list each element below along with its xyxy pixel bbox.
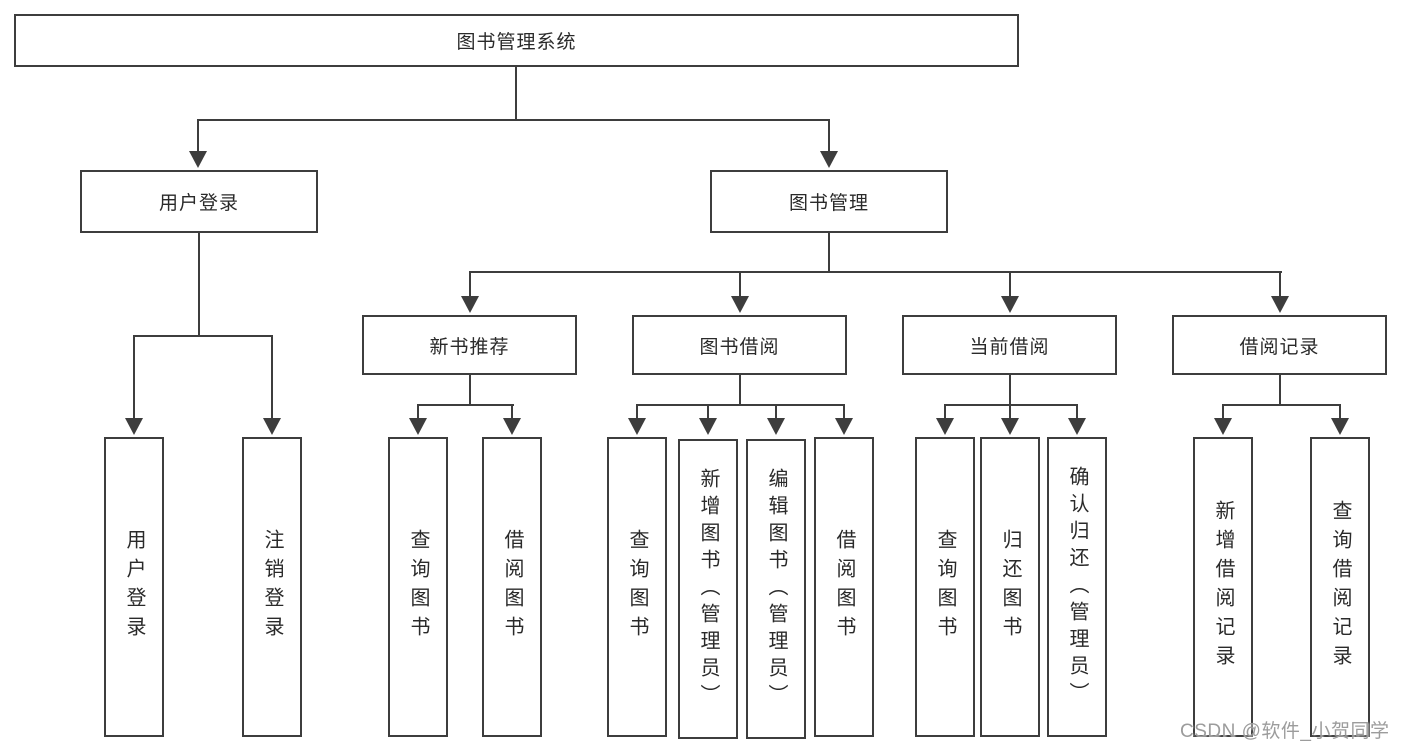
arrow-to-cb-query-books bbox=[936, 404, 954, 435]
arrow-to-user-login bbox=[189, 119, 207, 168]
leaf-br-add-borrow-record: 新增借阅记录 bbox=[1193, 437, 1253, 737]
connector-bb-stem bbox=[739, 375, 741, 406]
leaf-cb-return-books: 归还图书 bbox=[980, 437, 1040, 737]
csdn-watermark: CSDN @软件_小贺同学 bbox=[1180, 721, 1390, 742]
arrow-to-cb-confirm-return bbox=[1068, 404, 1086, 435]
arrow-to-nb-query-books bbox=[409, 404, 427, 435]
arrow-to-br-add-record bbox=[1214, 404, 1232, 435]
node-new-book-recommend: 新书推荐 bbox=[362, 315, 577, 375]
connector-user-login-stem bbox=[198, 233, 200, 337]
node-book-borrow: 图书借阅 bbox=[632, 315, 847, 375]
leaf-nb-borrow-books: 借阅图书 bbox=[482, 437, 542, 737]
node-book-mgmt: 图书管理 bbox=[710, 170, 948, 233]
leaf-bb-edit-books-admin: 编辑图书（管理员） bbox=[746, 439, 806, 739]
connector-cb-stem bbox=[1009, 375, 1011, 406]
connector-br-horizontal bbox=[1222, 404, 1340, 406]
connector-user-login-horizontal bbox=[133, 335, 273, 337]
connector-level1-horizontal bbox=[197, 119, 830, 121]
arrow-to-bb-query-books bbox=[628, 404, 646, 435]
arrow-to-book-mgmt bbox=[820, 119, 838, 168]
arrow-to-cb-return-books bbox=[1001, 404, 1019, 435]
connector-cb-horizontal bbox=[944, 404, 1078, 406]
connector-nb-horizontal bbox=[417, 404, 514, 406]
connector-level2-horizontal bbox=[469, 271, 1282, 273]
arrow-to-book-borrow bbox=[731, 271, 749, 313]
arrow-to-leaf-logout bbox=[263, 335, 281, 435]
leaf-cb-query-books: 查询图书 bbox=[915, 437, 975, 737]
node-root-library-system: 图书管理系统 bbox=[14, 14, 1019, 67]
arrow-to-leaf-user-login bbox=[125, 335, 143, 435]
arrow-to-bb-edit-books bbox=[767, 404, 785, 435]
connector-root-stem bbox=[515, 67, 517, 120]
leaf-bb-query-books: 查询图书 bbox=[607, 437, 667, 737]
connector-br-stem bbox=[1279, 375, 1281, 406]
leaf-user-login: 用户登录 bbox=[104, 437, 164, 737]
connector-nb-stem bbox=[469, 375, 471, 406]
node-current-borrow: 当前借阅 bbox=[902, 315, 1117, 375]
leaf-nb-query-books: 查询图书 bbox=[388, 437, 448, 737]
arrow-to-borrow-records bbox=[1271, 271, 1289, 313]
arrow-to-bb-borrow-books bbox=[835, 404, 853, 435]
leaf-cb-confirm-return-admin: 确认归还（管理员） bbox=[1047, 437, 1107, 737]
arrow-to-br-query-record bbox=[1331, 404, 1349, 435]
connector-bb-horizontal bbox=[636, 404, 845, 406]
arrow-to-new-book-recommend bbox=[461, 271, 479, 313]
arrow-to-current-borrow bbox=[1001, 271, 1019, 313]
node-user-login: 用户登录 bbox=[80, 170, 318, 233]
leaf-br-query-borrow-record: 查询借阅记录 bbox=[1310, 437, 1370, 737]
arrow-to-bb-add-books bbox=[699, 404, 717, 435]
leaf-logout: 注销登录 bbox=[242, 437, 302, 737]
node-borrow-records: 借阅记录 bbox=[1172, 315, 1387, 375]
connector-book-mgmt-stem bbox=[828, 233, 830, 273]
arrow-to-nb-borrow-books bbox=[503, 404, 521, 435]
leaf-bb-borrow-books: 借阅图书 bbox=[814, 437, 874, 737]
leaf-bb-add-books-admin: 新增图书（管理员） bbox=[678, 439, 738, 739]
